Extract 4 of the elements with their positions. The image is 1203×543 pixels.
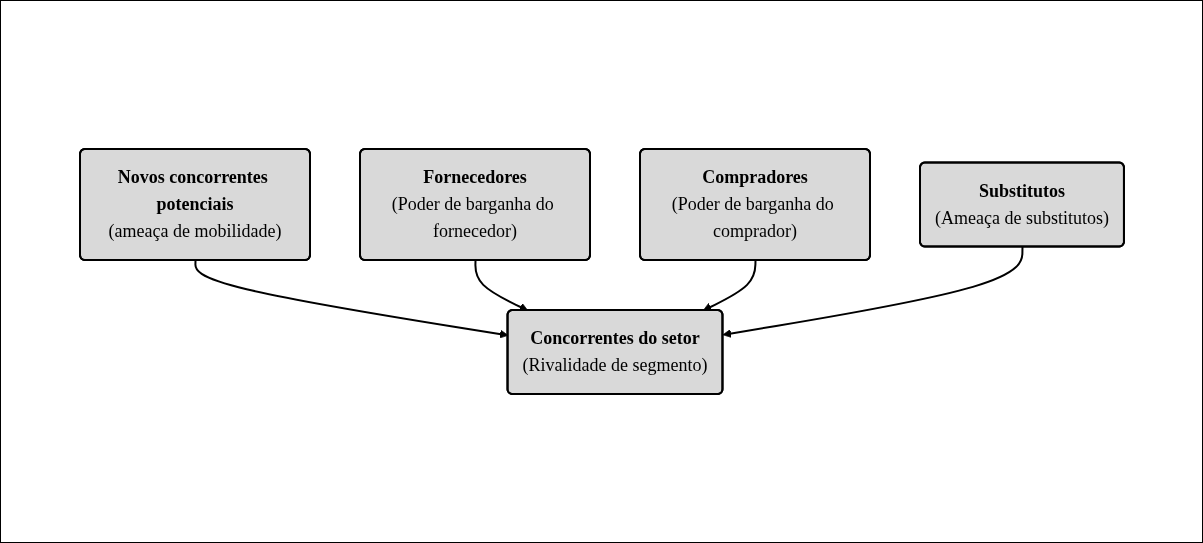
arrow	[702, 259, 756, 311]
arrow	[193, 259, 508, 339]
arrow	[473, 259, 528, 311]
arrow	[722, 246, 1023, 338]
